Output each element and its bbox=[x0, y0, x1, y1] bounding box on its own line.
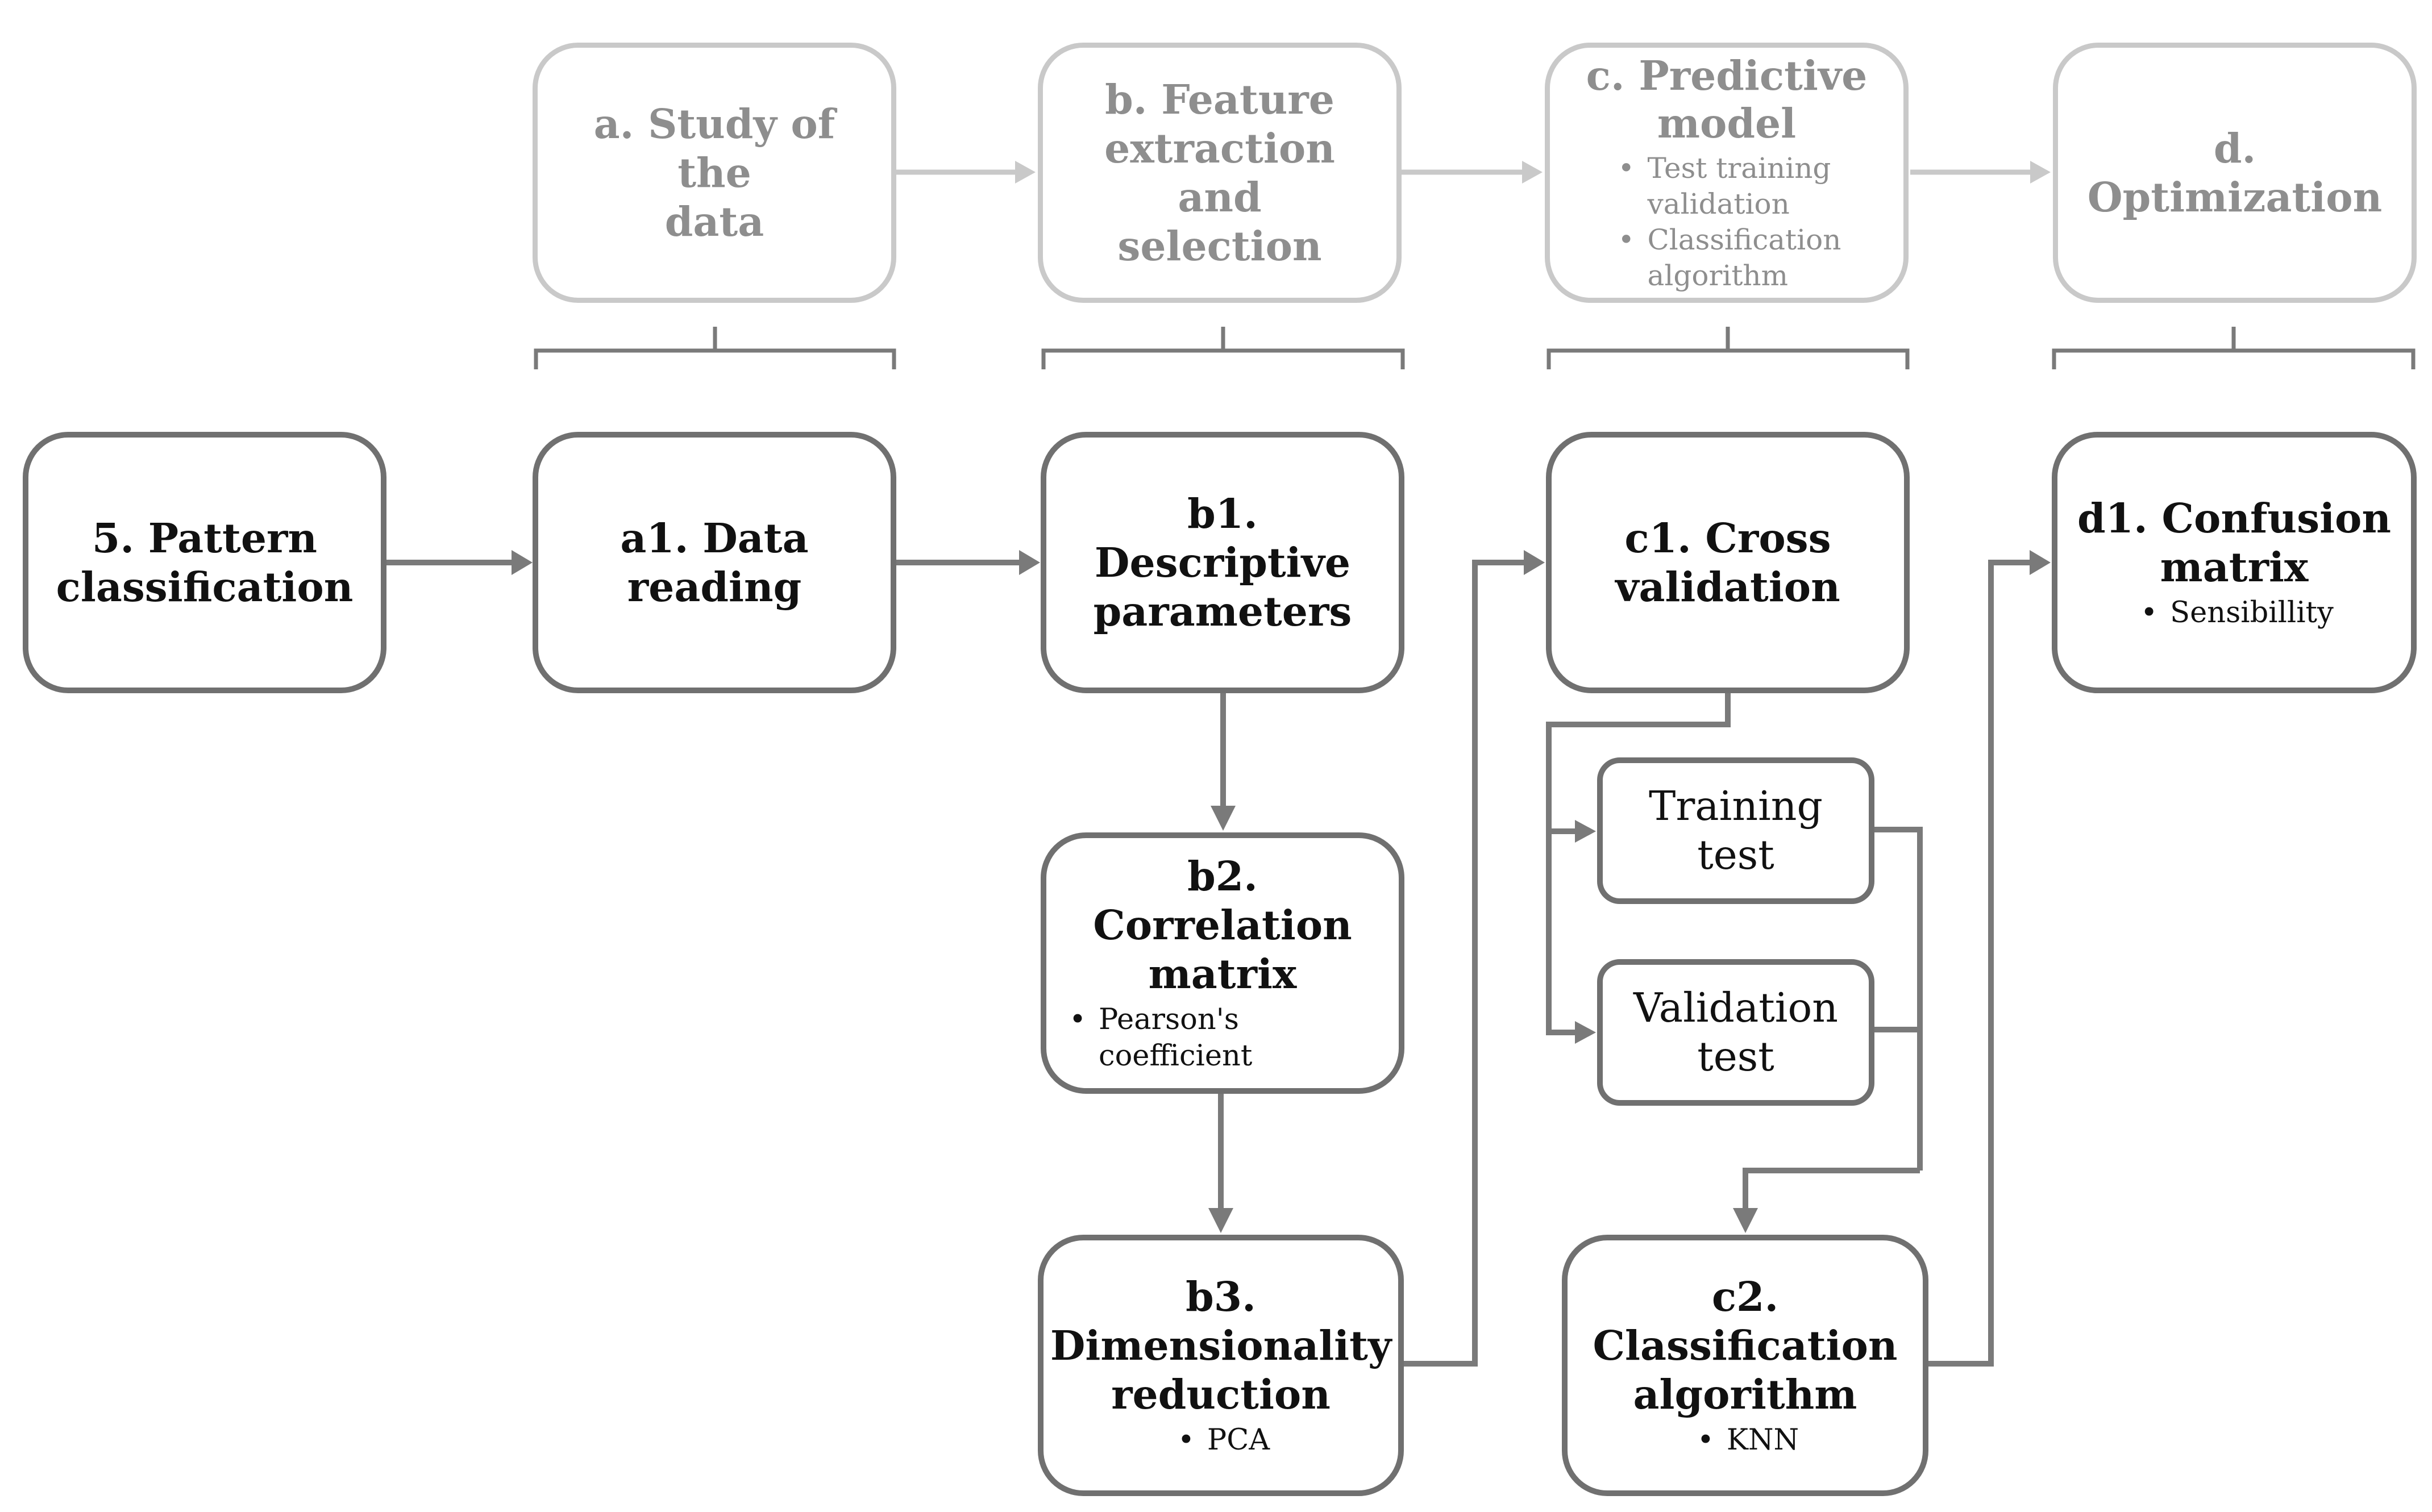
phase-a-title: a. Study of the data bbox=[593, 100, 835, 245]
validation-test-label: Validation test bbox=[1633, 984, 1838, 1080]
step-c2-title: c2. Classification algorithm bbox=[1593, 1273, 1898, 1418]
step-b2-bullet-1: Pearson's coefficient bbox=[1063, 1002, 1382, 1074]
step-d1-bullets: Sensibillity bbox=[2135, 595, 2334, 631]
brace-c bbox=[1546, 327, 1910, 369]
step-b2-correlation-matrix: b2. Correlation matrix Pearson's coeffic… bbox=[1041, 832, 1404, 1094]
arrow-c2-to-d1 bbox=[1928, 560, 2032, 1367]
arrowhead-phase-c-to-d bbox=[2030, 161, 2051, 184]
step-b2-title: b2. Correlation matrix bbox=[1093, 852, 1352, 998]
arrowhead-c1-to-training bbox=[1575, 820, 1596, 843]
arrowhead-b3-to-c1 bbox=[1524, 550, 1545, 575]
arrowhead-c2-to-d1 bbox=[2030, 550, 2051, 575]
arrow-c1-to-training bbox=[1546, 693, 1731, 834]
arrowhead-b1-to-b2 bbox=[1211, 806, 1236, 831]
step-c2-bullets: KNN bbox=[1691, 1422, 1799, 1459]
step-c1-title: c1. Cross validation bbox=[1615, 514, 1840, 611]
step-d1-title: d1. Confusion matrix bbox=[2077, 494, 2392, 591]
phase-b-box: b. Feature extraction and selection bbox=[1038, 43, 1402, 303]
step-b1-descriptive-parameters: b1. Descriptive parameters bbox=[1041, 432, 1404, 693]
arrowhead-c1-to-validation bbox=[1575, 1021, 1596, 1044]
arrowhead-start-to-a1 bbox=[512, 550, 533, 575]
step-b2-bullets: Pearson's coefficient bbox=[1063, 1002, 1382, 1074]
phase-c-bullet-2: Classification algorithm bbox=[1612, 222, 1841, 294]
phase-c-title: c. Predictive model bbox=[1586, 52, 1868, 147]
training-test-label: Training test bbox=[1649, 782, 1823, 878]
step-b3-title: b3. Dimensionality reduction bbox=[1050, 1273, 1392, 1418]
step-b3-bullets: PCA bbox=[1172, 1422, 1270, 1459]
step-pattern-classification-title: 5. Pattern classification bbox=[56, 514, 354, 611]
step-training-test: Training test bbox=[1597, 757, 1874, 904]
brace-b bbox=[1041, 327, 1405, 369]
arrowhead-phase-b-to-c bbox=[1522, 161, 1543, 184]
phase-b-title: b. Feature extraction and selection bbox=[1104, 76, 1335, 270]
arrowhead-phase-a-to-b bbox=[1015, 161, 1036, 184]
step-a1-title: a1. Data reading bbox=[620, 514, 809, 611]
step-a1-data-reading: a1. Data reading bbox=[533, 432, 896, 693]
phase-d-box: d. Optimization bbox=[2053, 43, 2417, 303]
step-validation-test: Validation test bbox=[1597, 959, 1874, 1106]
brace-d bbox=[2052, 327, 2416, 369]
step-c1-cross-validation: c1. Cross validation bbox=[1546, 432, 1910, 693]
arrow-b3-to-c1 bbox=[1404, 560, 1527, 1367]
step-c2-classification-algorithm: c2. Classification algorithm KNN bbox=[1562, 1235, 1928, 1496]
step-d1-bullet-1: Sensibillity bbox=[2135, 595, 2334, 631]
step-d1-confusion-matrix: d1. Confusion matrix Sensibillity bbox=[2052, 432, 2417, 693]
brace-a bbox=[534, 327, 896, 369]
arrowhead-b2-to-b3 bbox=[1208, 1208, 1233, 1233]
step-pattern-classification: 5. Pattern classification bbox=[23, 432, 386, 693]
step-b1-title: b1. Descriptive parameters bbox=[1093, 490, 1352, 635]
phase-c-bullet-1: Test training validation bbox=[1612, 151, 1841, 222]
arrow-merge-to-c2 bbox=[1743, 1168, 1920, 1210]
line-training-merge bbox=[1874, 827, 1923, 1171]
phase-d-title: d. Optimization bbox=[2087, 124, 2383, 221]
arrowhead-merge-to-c2 bbox=[1733, 1208, 1758, 1233]
phase-a-box: a. Study of the data bbox=[533, 43, 896, 303]
step-b3-bullet-1: PCA bbox=[1172, 1422, 1270, 1459]
phase-c-bullets: Test training validation Classification … bbox=[1612, 151, 1841, 294]
step-c2-bullet-1: KNN bbox=[1691, 1422, 1799, 1459]
arrow-c1-to-validation bbox=[1546, 831, 1578, 1035]
phase-c-box: c. Predictive model Test training valida… bbox=[1545, 43, 1909, 303]
step-b3-dimensionality-reduction: b3. Dimensionality reduction PCA bbox=[1038, 1235, 1404, 1496]
arrowhead-a1-to-b1 bbox=[1019, 550, 1040, 575]
